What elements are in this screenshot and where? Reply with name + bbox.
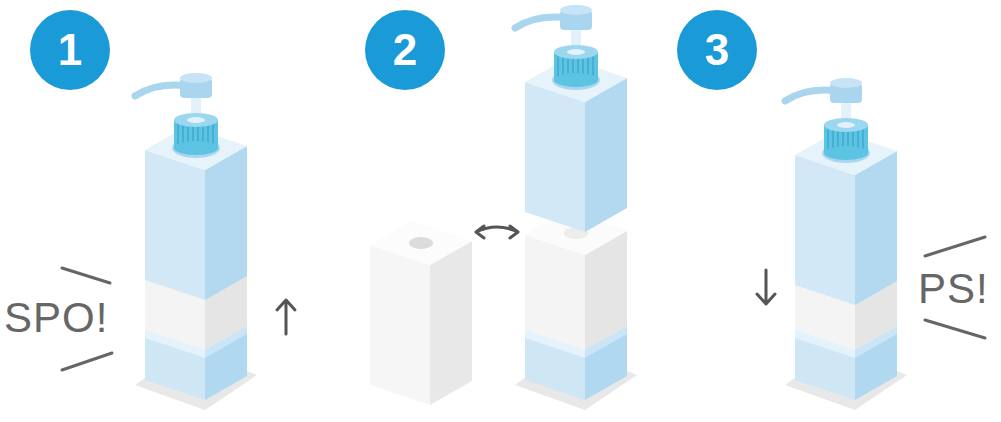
white-sleeve [525, 211, 627, 350]
up-arrow [277, 300, 295, 334]
step-number: 1 [58, 28, 82, 72]
step-number-badge: 1 [30, 10, 110, 90]
pump-bottle [785, 78, 897, 305]
step-number: 3 [705, 28, 729, 72]
pump-bottle [515, 5, 627, 232]
sound-effect: PS! [918, 268, 989, 310]
loose-sleeve [370, 221, 472, 405]
pump-bottle [135, 73, 247, 300]
step-number: 2 [393, 28, 417, 72]
down-arrow [757, 270, 775, 304]
step-number-badge: 2 [365, 10, 445, 90]
step-number-badge: 3 [677, 10, 757, 90]
swap-arrow [476, 226, 518, 238]
sound-effect: SPO! [4, 297, 108, 339]
